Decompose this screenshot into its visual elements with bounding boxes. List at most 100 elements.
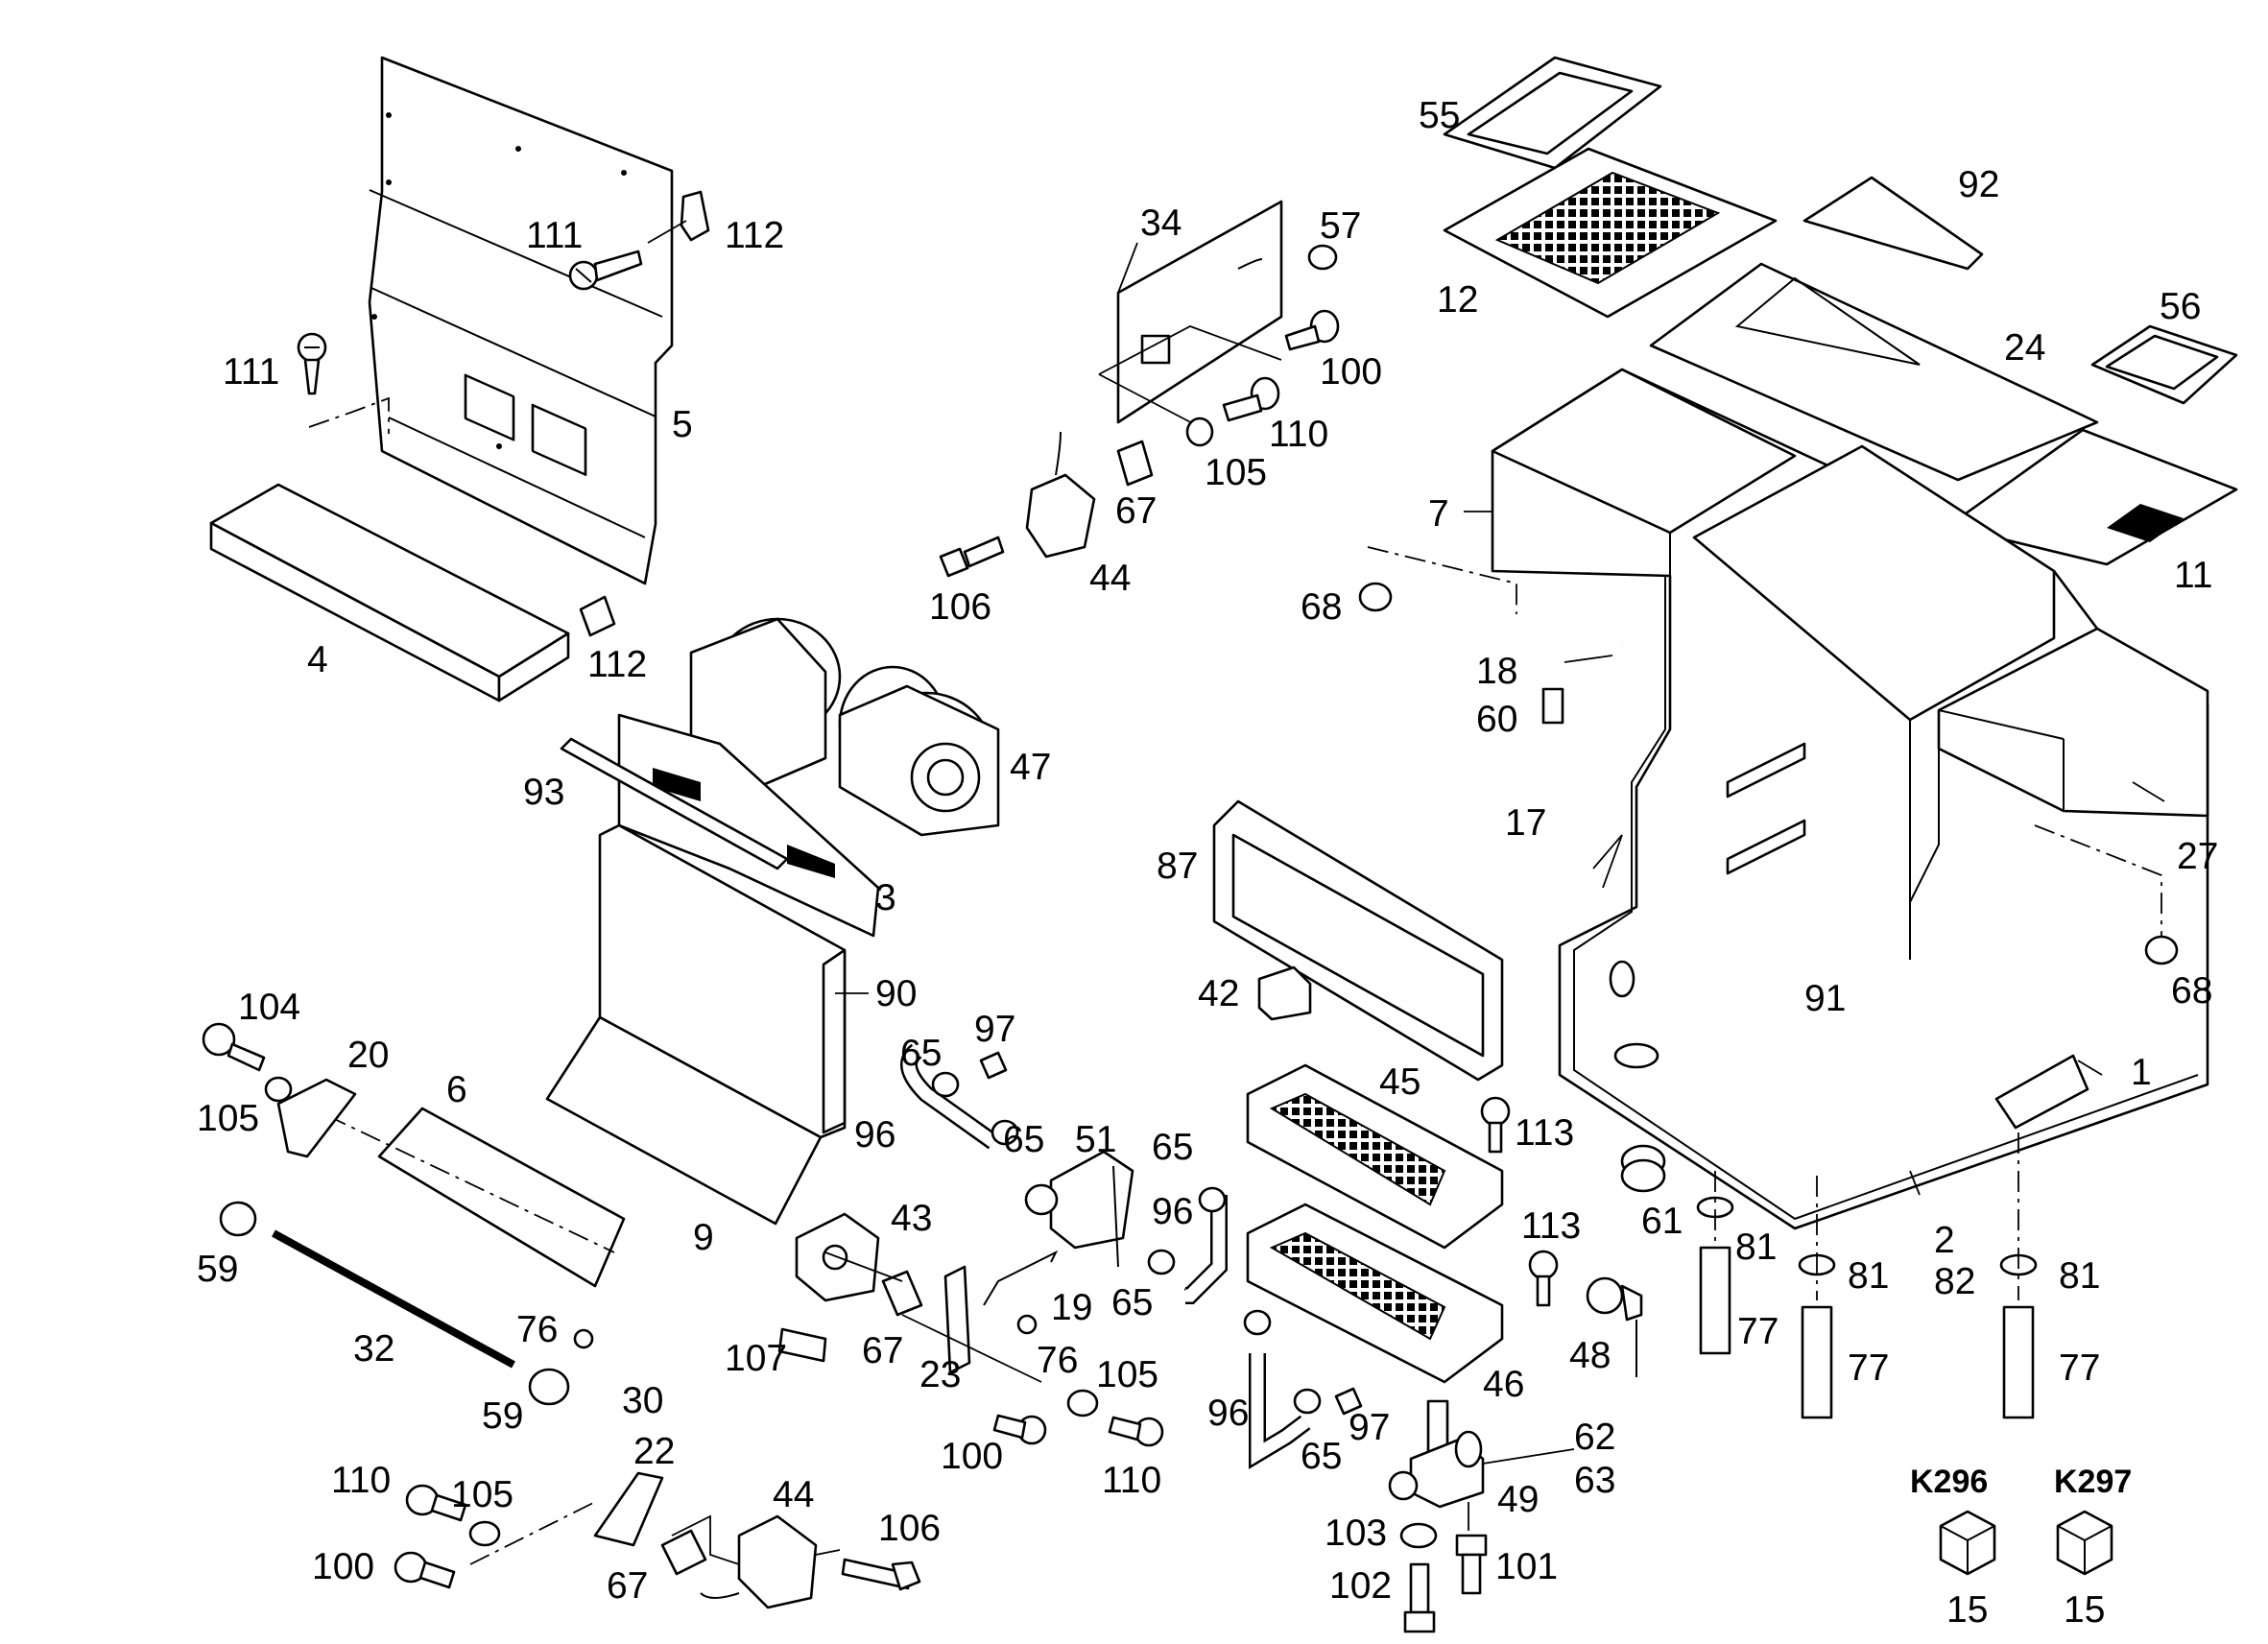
part-56-gasket [2090,324,2238,405]
callout-11: 11 [2174,555,2213,596]
callout-22: 22 [633,1431,675,1472]
part-105-washer-d [468,1520,501,1547]
part-112-clip-top [680,190,710,242]
part-104-screw [202,1022,266,1072]
callout-97: 97 [974,1009,1015,1050]
part-11-right-cover [1946,428,2238,566]
part-44-potentiometer-b [700,1514,818,1609]
part-77-drain-hose-c [1999,1253,2038,1419]
callout-112: 112 [725,215,784,256]
part-100-screw-b [992,1414,1047,1445]
part-23-bracket [943,1265,971,1374]
callout-111: 111 [526,215,583,256]
callout-97: 97 [1349,1407,1390,1448]
part-112-clip-bottom [579,595,616,637]
callout-32: 32 [353,1328,394,1370]
part-111-screw-a [568,250,643,291]
part-68-grommet-a [1358,582,1393,612]
callout-110: 110 [1269,414,1328,455]
callout-23: 23 [919,1354,961,1395]
part-6-rod [377,1107,626,1288]
part-92-gasket [1802,176,1984,271]
callout-113: 113 [1521,1205,1581,1247]
part-113-screw-a [1480,1096,1511,1154]
part-42-block [1257,965,1312,1021]
part-19-linkage [983,1250,1059,1306]
part-48-sensor [1586,1276,1643,1377]
part-65-clamp-a [931,1071,960,1098]
callout-111: 111 [223,351,279,393]
part-22-bracket [593,1471,664,1547]
callout-87: 87 [1157,846,1198,887]
part-65-clamp-e [1243,1309,1272,1336]
part-106-bolt-b [841,1558,921,1591]
callout-77: 77 [2059,1347,2100,1389]
part-12-grille [1443,147,1778,319]
part-45-heater-core [1246,1063,1504,1250]
callout-105: 105 [451,1474,513,1515]
callout-110: 110 [331,1460,391,1501]
callout-91: 91 [1804,978,1846,1019]
part-68-grommet-b [2144,935,2179,965]
part-100-screw-a [1284,309,1340,351]
part-57-grommet [1307,244,1338,271]
part-103-washer [1399,1522,1438,1549]
callout-68: 68 [1301,586,1342,628]
part-67-bushing-a [1116,440,1154,487]
callout-k297: K297 [2054,1464,2132,1500]
callout-105: 105 [1096,1354,1158,1395]
callout-3: 3 [875,877,896,918]
part-76-clip-b [1016,1314,1038,1335]
part-90-duct [545,823,847,1226]
callout-1: 1 [2131,1052,2152,1093]
part-101-bolt [1455,1534,1488,1595]
callout-65: 65 [1152,1127,1193,1168]
part-77-drain-hose-b [1798,1253,1836,1419]
callout-62: 62 [1574,1417,1615,1458]
part-46-heater-core [1246,1203,1504,1384]
callout-27: 27 [2177,836,2218,877]
callout-55: 55 [1419,95,1460,136]
part-1-housing [1491,368,2209,1230]
callout-90: 90 [875,973,917,1014]
callout-92: 92 [1958,164,1999,205]
part-97-nipple-a [979,1051,1008,1080]
callout-76: 76 [516,1309,558,1350]
part-55-filter-frame [1443,56,1662,170]
callout-12: 12 [1437,279,1478,321]
callout-17: 17 [1505,802,1546,844]
part-59-bushing-a [219,1201,257,1237]
callout-63: 63 [1574,1460,1615,1501]
callout-18: 18 [1476,651,1517,692]
callout-77: 77 [1737,1311,1779,1352]
callout-81: 81 [2059,1255,2100,1297]
callout-96: 96 [1152,1191,1193,1232]
callout-96: 96 [1207,1393,1249,1434]
part-18-hose [1541,632,1623,725]
callout-68: 68 [2171,970,2212,1012]
callout-44: 44 [1089,558,1131,599]
callout-7: 7 [1428,493,1449,535]
part-100-screw-c [394,1551,456,1589]
callout-100: 100 [941,1436,1003,1477]
callout-2: 2 [1934,1220,1955,1261]
callout-57: 57 [1320,205,1361,247]
part-111-screw-b [297,332,327,395]
callout-5: 5 [672,404,693,445]
callout-103: 103 [1325,1513,1387,1554]
callout-46: 46 [1483,1364,1524,1405]
callout-105: 105 [197,1098,259,1139]
callout-65: 65 [1301,1436,1342,1477]
part-67-bushing-c [660,1529,707,1576]
part-77-drain-hose-a [1696,1196,1734,1355]
callout-43: 43 [891,1198,932,1239]
callout-59: 59 [197,1249,238,1290]
callout-44: 44 [773,1474,814,1515]
part-105-washer-c [1066,1389,1099,1418]
callout-47: 47 [1010,747,1051,788]
part-61-grommet [1620,1144,1666,1193]
callout-19: 19 [1051,1287,1092,1328]
part-107-bolt [777,1327,827,1363]
